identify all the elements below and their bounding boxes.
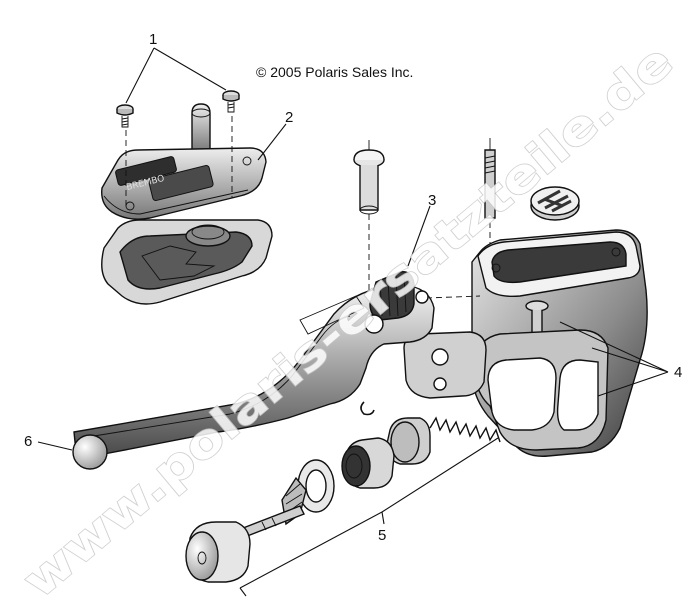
callout-leader-3: [407, 205, 431, 267]
screw-left: [116, 104, 134, 128]
part-screws: 1: [116, 31, 240, 128]
lever-adjuster: [369, 271, 415, 321]
callout-group-4: 4: [559, 321, 682, 397]
part-reservoir-plug: [530, 186, 580, 221]
callout-3: 3: [428, 192, 436, 209]
piston-spring: [429, 416, 501, 443]
callout-5: 5: [378, 527, 386, 544]
part-pivot-pin: [353, 140, 385, 330]
callout-4: 4: [674, 364, 682, 381]
callout-leader-2: [257, 123, 287, 161]
callout-1: 1: [149, 31, 157, 48]
callout-leader-6: [37, 441, 73, 451]
screw-right: [222, 90, 240, 113]
callout-leader-4: [559, 321, 669, 397]
callout-2: 2: [285, 109, 293, 126]
callout-leader-1: [125, 47, 227, 104]
part-master-cylinder: [403, 229, 648, 457]
part-reservoir-cap: BREMBO 2: [101, 103, 293, 305]
part-brake-lever: 3 6: [24, 192, 436, 470]
callout-6: 6: [24, 433, 32, 450]
part-piston-kit: 5: [185, 416, 501, 597]
copyright-text: © 2005 Polaris Sales Inc.: [256, 64, 413, 80]
